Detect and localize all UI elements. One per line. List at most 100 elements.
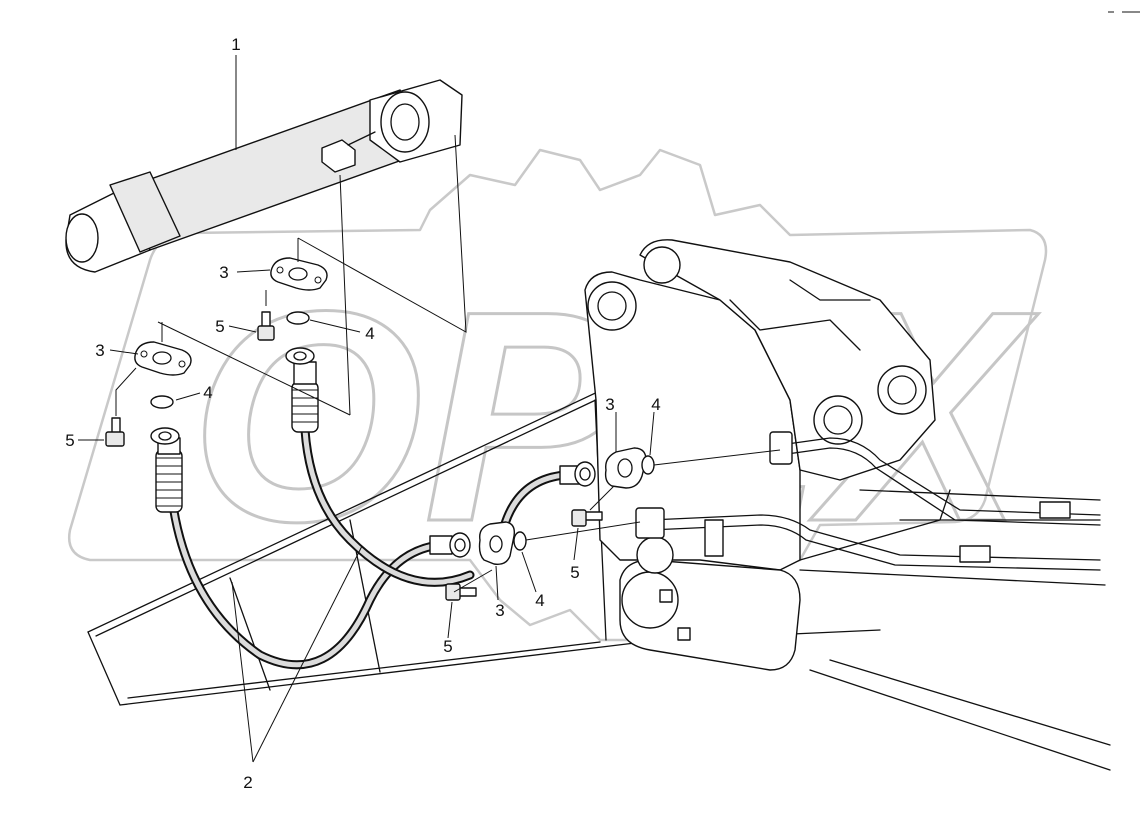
- callout-3-left: 3: [95, 341, 104, 360]
- pipe-fitting-right-2: [959, 545, 991, 563]
- watermark-gear-outline: [67, 148, 1048, 642]
- leader-2a: [231, 581, 254, 763]
- pipe-clamp: [704, 519, 724, 557]
- flange-a: [270, 257, 328, 291]
- o-ring-d: [513, 531, 527, 551]
- hose-fitting-right-top: [285, 347, 317, 385]
- leader-3d: [495, 565, 499, 601]
- hose-spring-guard-right: [291, 381, 319, 433]
- pipe-flange-lower: [635, 507, 665, 539]
- callout-3-right: 3: [605, 395, 614, 414]
- pipe-lower: [649, 514, 1101, 561]
- hose-fitting-lower-end: [429, 532, 471, 558]
- link-block-bolt-2: [677, 627, 691, 641]
- cylinder-port-block: [321, 139, 356, 173]
- bolt-c: [571, 509, 603, 527]
- arm-lower-line-2: [809, 669, 1111, 771]
- assembly-line-1: [339, 174, 351, 416]
- callout-5-upper: 5: [215, 317, 224, 336]
- boom-pin-hole-mid: [813, 395, 863, 445]
- leader-4b: [175, 392, 201, 401]
- leader-5a: [228, 325, 257, 333]
- o-ring-a: [286, 311, 310, 325]
- boom-end-cap: [87, 631, 121, 706]
- assembly-line-11: [115, 367, 137, 416]
- leader-5d: [447, 601, 453, 639]
- flange-d: [478, 521, 516, 566]
- leader-4a: [309, 319, 361, 333]
- callout-1: 1: [231, 35, 240, 54]
- hose-fitting-left-top: [150, 427, 181, 455]
- boom-pin-hole-mid-inner: [823, 405, 853, 435]
- hose-assemblies: [150, 347, 596, 670]
- bolt-d: [445, 583, 477, 601]
- assembly-line-2: [297, 134, 467, 333]
- callout-4-left: 4: [203, 383, 212, 402]
- hose-spring-guard-left: [155, 449, 183, 513]
- callout-labels: 1 2 3 3 3 3 4 4 4 4 5 5 5 5: [65, 35, 660, 792]
- assembly-line-8: [453, 569, 493, 593]
- arm-upper-line: [859, 489, 1101, 501]
- assembly-lines: [115, 134, 781, 593]
- boom-head-edge: [729, 299, 861, 351]
- flange-parts: [134, 257, 647, 566]
- o-ring-c: [641, 455, 655, 475]
- arm-bracket: [799, 489, 951, 561]
- hydraulic-cylinder: [65, 79, 463, 273]
- link-upper-pin: [636, 536, 674, 574]
- bolt-a: [257, 311, 275, 341]
- callout-5-lower: 5: [443, 637, 452, 656]
- boom-head-plate-left: [584, 271, 801, 571]
- leader-5c: [573, 527, 579, 561]
- boom-structure: [87, 239, 1111, 771]
- callout-4-lower: 4: [535, 591, 544, 610]
- bolt-parts: [105, 311, 603, 601]
- callout-2: 2: [243, 773, 252, 792]
- boom-pin-hole-right-inner: [887, 375, 917, 405]
- hose-fitting-upper-end: [559, 461, 596, 487]
- pipe-fitting-right: [1039, 501, 1071, 519]
- boom-pin-hole-right: [877, 365, 927, 415]
- callout-5-left: 5: [65, 431, 74, 450]
- cylinder-port-tube: [347, 131, 376, 146]
- callout-3-lower: 3: [495, 601, 504, 620]
- hose-right-inner: [302, 427, 473, 585]
- boom-rib: [229, 577, 271, 691]
- link-block-bolt: [659, 589, 673, 603]
- boom-pipes: [635, 431, 1101, 571]
- leader-3b: [109, 349, 139, 355]
- leader-4d: [521, 551, 537, 593]
- assembly-line-4: [157, 321, 351, 416]
- bolt-b: [105, 417, 125, 447]
- callout-5-right: 5: [570, 563, 579, 582]
- boom-bottom-edge-2: [127, 641, 601, 699]
- pipe-upper-b: [779, 447, 1101, 526]
- leader-3a: [236, 269, 271, 273]
- boom-pin-hole-upper-inner: [597, 291, 627, 321]
- flange-b: [134, 341, 192, 376]
- leader-lines: [78, 55, 655, 763]
- assembly-line-7: [525, 521, 641, 541]
- callout-4-upper: 4: [365, 324, 374, 343]
- assembly-line-6: [653, 449, 781, 466]
- pipe-upper: [779, 437, 1101, 516]
- cylinder-rod-eye: [65, 213, 99, 263]
- cylinder-head-eye: [380, 91, 430, 153]
- o-ring-parts: [150, 311, 655, 551]
- o-ring-b: [150, 395, 174, 409]
- pipe-lower-b: [649, 524, 1101, 571]
- arm-lower-line: [799, 569, 1106, 586]
- boom-head-edge-2: [789, 279, 871, 301]
- boom-top-edge-2: [95, 397, 601, 637]
- cylinder-head-eye-inner: [390, 103, 420, 141]
- assembly-line-9: [589, 485, 615, 511]
- boom-pin-hole-upper: [587, 281, 637, 331]
- callout-4-right: 4: [651, 395, 660, 414]
- cylinder-collar: [109, 171, 181, 253]
- pipe-flange-upper: [769, 431, 793, 465]
- boom-pin-hole-top: [643, 246, 681, 284]
- leader-2b: [252, 545, 363, 763]
- arm-lower-line-3: [829, 659, 1111, 746]
